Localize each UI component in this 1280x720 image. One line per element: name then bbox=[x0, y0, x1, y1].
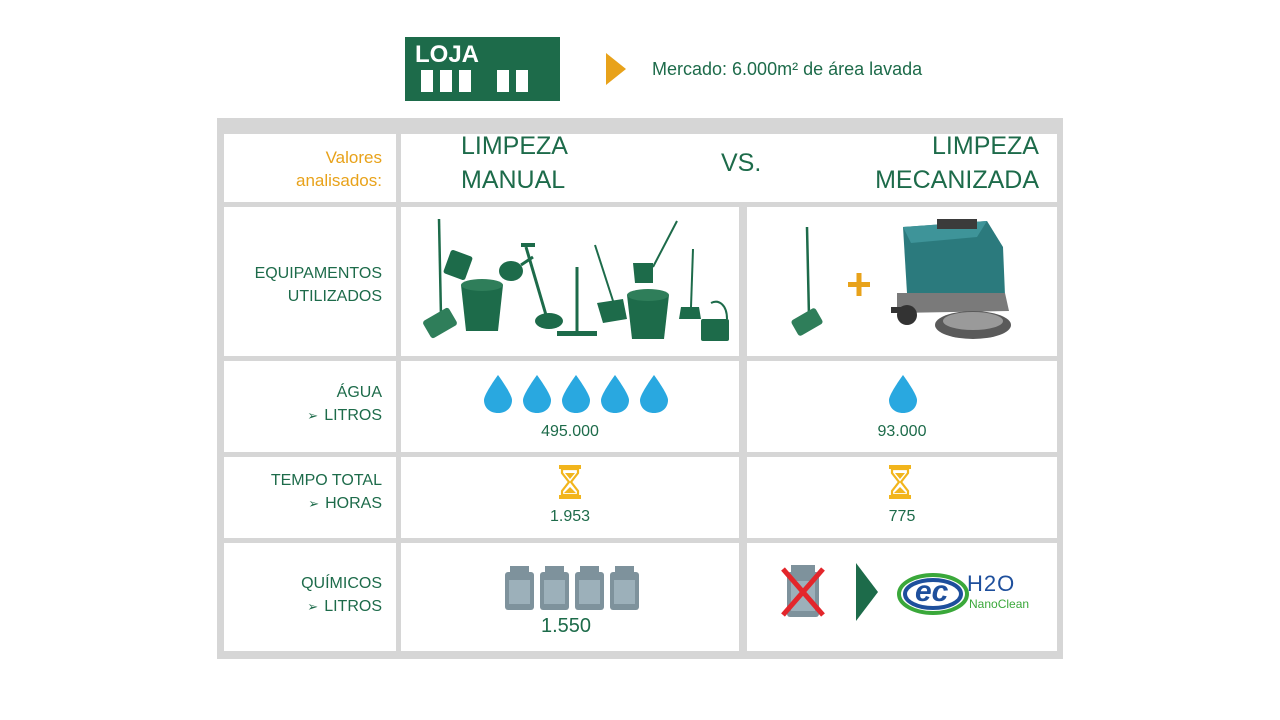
manual-time-cell: 1.953 bbox=[401, 457, 739, 538]
water-drops bbox=[483, 374, 683, 414]
chemicals-label-line2: LITROS bbox=[301, 595, 382, 618]
mech-time-value: 775 bbox=[888, 508, 916, 525]
ech2o-logo-sub: NanoClean bbox=[969, 597, 1030, 611]
water-drop-icon bbox=[523, 375, 551, 413]
ech2o-logo-h2o: H2O bbox=[967, 571, 1016, 596]
values-label-line2: analisados: bbox=[295, 171, 382, 190]
header-label-cell: Valores analisados: bbox=[224, 134, 396, 202]
water-drop-icon bbox=[484, 375, 512, 413]
water-drop-icon bbox=[889, 375, 917, 413]
water-label-cell: ÁGUA LITROS bbox=[224, 361, 396, 452]
time-label-line2: HORAS bbox=[271, 492, 382, 515]
time-label-cell: TEMPO TOTAL HORAS bbox=[224, 457, 396, 538]
hourglass-icon bbox=[889, 465, 911, 499]
ech2o-logo-main: ec bbox=[915, 575, 949, 608]
vs-label: VS. bbox=[721, 149, 762, 177]
mech-title-line1: LIMPEZA bbox=[932, 132, 1039, 160]
chemical-jug-icon bbox=[540, 566, 569, 610]
equipment-label-line2: UTILIZADOS bbox=[287, 288, 382, 305]
chemicals-label-cell: QUÍMICOS LITROS bbox=[224, 543, 396, 651]
mech-title-line2: MECANIZADA bbox=[875, 166, 1039, 194]
triangle-arrow-icon bbox=[856, 563, 878, 621]
manual-water-value: 495.000 bbox=[541, 423, 599, 440]
chemical-jug-icon bbox=[610, 566, 639, 610]
values-label-line1: Valores bbox=[325, 148, 382, 167]
time-label-line1: TEMPO TOTAL bbox=[270, 472, 382, 489]
manual-title-line2: MANUAL bbox=[461, 166, 566, 194]
comparison-table: Valores analisados: LIMPEZA MANUAL VS. L… bbox=[217, 118, 1063, 659]
header-title-cell: LIMPEZA MANUAL VS. LIMPEZA MECANIZADA bbox=[401, 132, 1057, 202]
equipment-label-line1: EQUIPAMENTOS bbox=[254, 265, 382, 282]
manual-water-cell: 495.000 bbox=[401, 361, 739, 452]
triangle-arrow-icon bbox=[606, 53, 626, 85]
store-icon: LOJA bbox=[405, 37, 560, 101]
mech-equipment-cell bbox=[747, 207, 1057, 356]
market-description: Mercado: 6.000m² de área lavada bbox=[652, 59, 923, 79]
scrubber-machine-icon bbox=[791, 219, 1011, 339]
chemical-jug-icon bbox=[575, 566, 604, 610]
water-drops bbox=[888, 374, 928, 414]
equipment-label-cell: EQUIPAMENTOS UTILIZADOS bbox=[224, 207, 396, 356]
store-logo-text: LOJA bbox=[415, 41, 479, 68]
mech-water-value: 93.000 bbox=[877, 423, 927, 440]
chemical-jugs bbox=[503, 565, 643, 611]
manual-chemicals-value: 1.550 bbox=[540, 615, 592, 637]
chemical-jug-icon bbox=[505, 566, 534, 610]
mech-time-cell: 775 bbox=[747, 457, 1057, 538]
mech-water-cell: 93.000 bbox=[747, 361, 1057, 452]
ech2o-logo: ec H2O NanoClean bbox=[897, 571, 1047, 619]
hourglass-icon bbox=[559, 465, 581, 499]
water-drop-icon bbox=[601, 375, 629, 413]
no-chemicals-icon bbox=[781, 565, 825, 617]
water-label-line1: ÁGUA bbox=[336, 384, 382, 401]
manual-time-value: 1.953 bbox=[549, 508, 591, 525]
water-label-line2: LITROS bbox=[307, 404, 382, 427]
water-drop-icon bbox=[562, 375, 590, 413]
manual-equipment-cell bbox=[401, 207, 739, 356]
water-drop-icon bbox=[640, 375, 668, 413]
mech-chemicals-cell: ec H2O NanoClean bbox=[747, 543, 1057, 651]
cleaning-tools-icon bbox=[423, 218, 729, 341]
manual-chemicals-cell: 1.550 bbox=[401, 543, 739, 651]
manual-title-line1: LIMPEZA bbox=[461, 132, 568, 160]
chemicals-label-line1: QUÍMICOS bbox=[301, 575, 382, 592]
